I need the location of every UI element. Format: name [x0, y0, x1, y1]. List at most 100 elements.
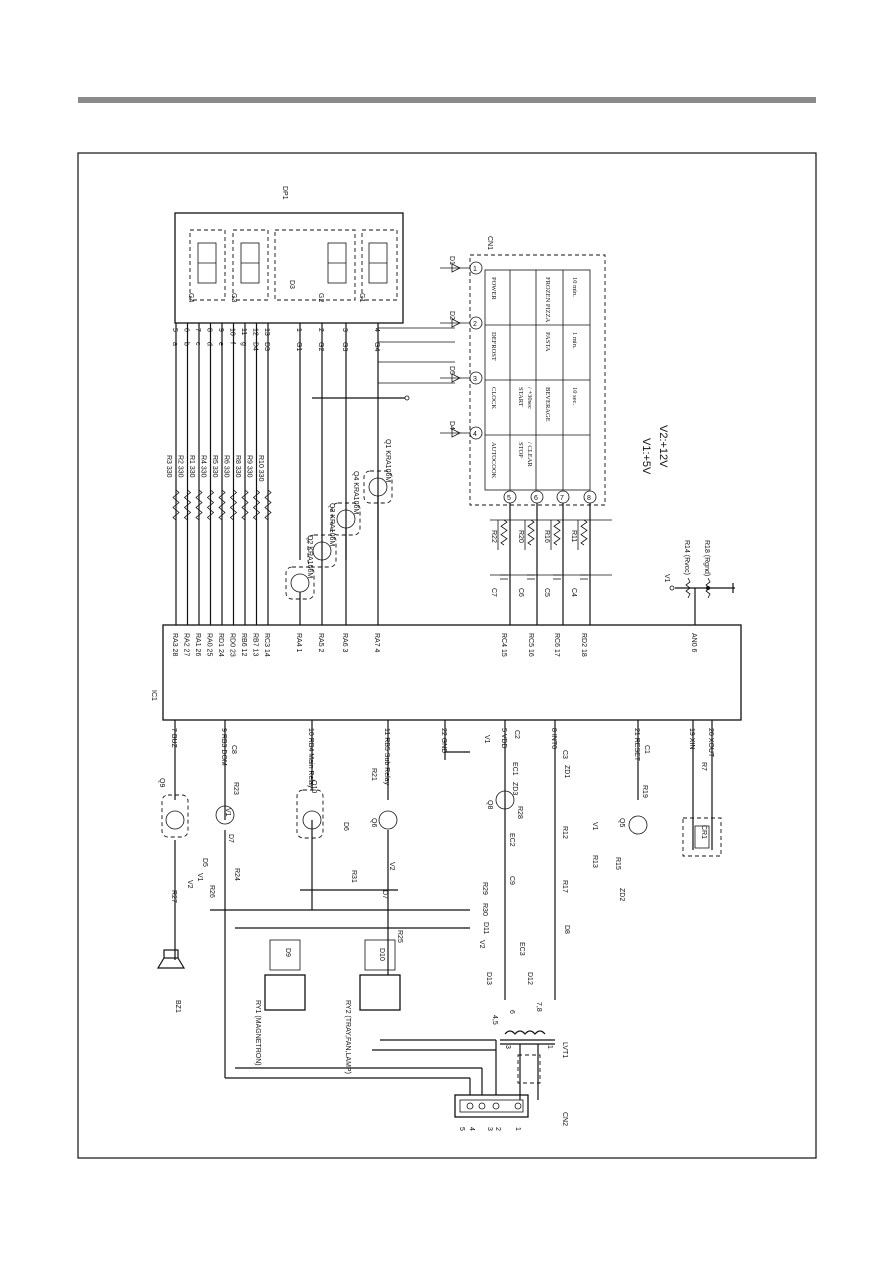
main-relay-part-label: D7	[381, 890, 388, 899]
buzzer-part-label: R24	[233, 868, 240, 881]
segment-resistor-label: R3 330	[165, 455, 172, 478]
ic1-top-pin: RB7 13	[252, 633, 259, 656]
ic1-top-pin: RA2 27	[183, 633, 190, 656]
transistor	[165, 810, 185, 830]
power-part-label: D13	[485, 972, 492, 985]
key-label: FROZEN PIZZA	[544, 277, 551, 323]
ic1-top-pin: RC4 15	[500, 633, 507, 657]
keypad-connector: CN1	[486, 236, 493, 250]
supply-note-v1: V1:+5V	[640, 438, 652, 475]
transistor	[378, 810, 398, 830]
transistor-box	[161, 794, 189, 838]
key-label: DEFROST	[490, 332, 497, 361]
dom-part-label: D7	[227, 834, 234, 843]
segment-resistor-label: R4 330	[200, 455, 207, 478]
ic1-top-pin: RC3 14	[263, 633, 270, 657]
power-part-label: R28	[516, 806, 523, 819]
transistor-box	[331, 502, 361, 536]
cn2-label: CN2	[561, 1112, 568, 1126]
transistor-label: Q2 KRA106M	[306, 535, 313, 578]
resistor	[218, 489, 226, 521]
main-relay-part-label: D6	[342, 822, 349, 831]
diode-d10-box	[364, 939, 396, 971]
transformer-pin-label: 6	[508, 1010, 515, 1014]
sub-relay-part-label: Q6	[370, 818, 377, 827]
resistor	[252, 489, 261, 521]
ic1-left-pin: 8 INT0	[550, 728, 557, 749]
header-rule	[78, 97, 816, 103]
buzzer-bz1	[156, 949, 186, 969]
segment-pin-name: d	[206, 342, 213, 346]
main-relay-part-label: RY2 (TRAY,FAN,LAMP)	[344, 1000, 351, 1074]
ic1-left-pin: 10 RB4 Main Relay	[307, 728, 314, 789]
segment-pin-number: 6	[183, 328, 190, 332]
power-part-label: D12	[526, 972, 533, 985]
segment-resistor-label: R2 330	[177, 455, 184, 478]
key-label: PASTA	[544, 332, 551, 352]
segment-resistor-label: R5 330	[211, 455, 218, 478]
resistor	[183, 489, 192, 521]
ic1-left-pin: 9 RB3 DOM	[220, 728, 227, 766]
row-resistor-label: R20	[517, 530, 524, 543]
segment-pin-number: 7	[194, 328, 201, 332]
keypad-col-number: 1	[473, 266, 477, 273]
segment-resistor-label: R6 330	[223, 455, 230, 478]
power-part-label: C9	[508, 876, 515, 885]
key-label: 1 min.	[571, 332, 578, 349]
segment-resistor-label: R1 330	[188, 455, 195, 478]
main-relay-part-label: R31	[350, 870, 357, 883]
row-resistor-label: R22	[490, 530, 497, 543]
segment-pin-number: 11	[240, 328, 247, 335]
display-dp1	[174, 212, 404, 324]
transistor-box	[285, 566, 315, 600]
key-label: / +30sec	[526, 387, 533, 409]
power-part-label: R17	[561, 880, 568, 893]
ic1-top-pin: RA6 3	[341, 633, 348, 653]
osc-part-label: R7	[700, 762, 707, 771]
reset-part-label: R15	[614, 857, 621, 870]
keypad-col-number: 2	[473, 321, 477, 328]
row-resistor-label: R16	[543, 530, 550, 543]
resistor	[500, 519, 508, 546]
transistor-label: Q3 KRA106M	[328, 503, 335, 546]
main-relay-part-label: Q10	[310, 780, 317, 793]
reset-part-label: V1	[591, 822, 598, 831]
resistor	[172, 489, 180, 521]
reset-part-label: R19	[641, 785, 648, 798]
dom-part-label: V1	[224, 808, 231, 817]
dom-part-label: C8	[230, 745, 237, 754]
segment-pin-number: 12	[252, 328, 259, 336]
ic1-label: IC1	[150, 690, 157, 701]
ic1-left-pin: 22 GND	[440, 728, 447, 753]
segment-pin-name: e	[217, 342, 224, 346]
main-relay-part-label: D9	[284, 948, 291, 957]
key-label: BEVERAGE	[544, 387, 551, 422]
keypad-row-number: 5	[507, 495, 511, 502]
grid-pin-number: 4	[373, 328, 380, 332]
row-resistor-label: R11	[570, 530, 577, 542]
ic1-left-pin: 21 RESET	[633, 728, 640, 762]
power-part-label: C2	[513, 730, 520, 739]
keypad-row-number: 6	[534, 495, 538, 502]
segment-pin-name: b	[183, 342, 190, 346]
key-label: 10 min.	[571, 277, 578, 297]
ic1-top-pin: RA7 4	[373, 633, 380, 653]
an0-r18: R18 (Rgnd)	[703, 540, 710, 576]
ic1-top-pin: RD1 24	[217, 633, 224, 657]
segment-pin-name: f	[229, 342, 236, 344]
keypad-row-number: 8	[587, 495, 591, 502]
an0-r14: R14 (Rvcc)	[683, 540, 690, 575]
resistor	[264, 489, 272, 521]
ic1-top-pin: AN0 6	[690, 633, 697, 653]
cn2-label: 4	[468, 1127, 475, 1131]
ic1-left-pin: 20 XOUT	[707, 728, 714, 758]
main-relay-part-label: RY1 (MAGNETRON)	[254, 1000, 261, 1066]
cn2-label: 2	[494, 1127, 501, 1131]
transistor	[302, 810, 322, 830]
key-label: 10 sec.	[571, 387, 578, 405]
row-cap-label: C7	[490, 588, 497, 597]
relay-ry1	[264, 974, 306, 1011]
